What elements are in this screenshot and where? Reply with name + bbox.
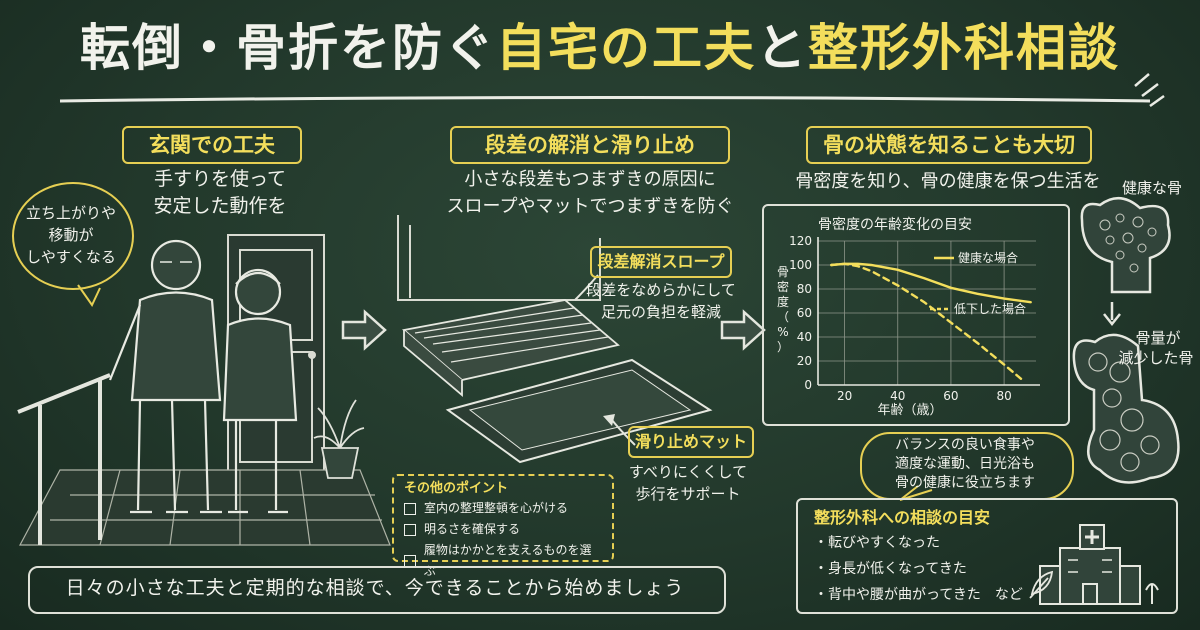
other-points-box: その他のポイント 室内の整理整頓を心がける 明るさを確保する 履物はかかとを支え… (392, 474, 614, 578)
mat-pointer-arrow (611, 419, 636, 446)
consult-box: 整形外科への相談の目安 ・転びやすくなった ・身長が低くなってきた ・背中や腰が… (796, 498, 1178, 614)
chart-legend-label: 健康な場合 (958, 250, 1018, 265)
chart-series-line (830, 262, 1024, 382)
reduced-bone-illustration (1072, 333, 1180, 484)
entrance-floor (19, 469, 391, 546)
chart-xlabel: 年齢（歳） (877, 403, 942, 418)
chart-frame (762, 204, 1070, 426)
other-point-item: 室内の整理整頓を心がける (404, 498, 602, 519)
nutrition-line-3: 骨の健康に役立ちます (895, 475, 1035, 491)
chart-ylabel-char: % (777, 325, 788, 339)
chart-ylabel-char: ） (777, 340, 789, 354)
chart-legend-label: 低下した場合 (954, 301, 1026, 316)
entrance-line-2: 安定した動作を (153, 195, 287, 217)
footer-banner (28, 566, 726, 614)
chart-ytick-label: 80 (797, 282, 812, 296)
chart-ylabel-char: （ (777, 310, 789, 324)
doorway-step (397, 215, 601, 301)
nutrition-line-2: 適度な運動、日光浴も (895, 456, 1035, 472)
slope-label: 段差解消スロープ (590, 246, 732, 278)
slope-desc-1: 段差をなめらかにして (586, 281, 736, 299)
slope-desc-2: 足元の負担を軽減 (600, 303, 721, 321)
mat-label: 滑り止めマット (628, 426, 754, 458)
other-point-text: 室内の整理整頓を心がける (424, 501, 569, 515)
page-title: 転倒・骨折を防ぐ自宅の工夫と整形外科相談 (0, 18, 1200, 78)
chart-xtick-label: 60 (943, 389, 958, 403)
speech-bubble (12, 182, 134, 290)
bone-down-arrow (1103, 302, 1121, 327)
title-part-2: 自宅の工夫 (496, 19, 756, 77)
step-line-1: 小さな段差もつまずきの原因に (464, 169, 716, 190)
chart-title: 骨密度の年齢変化の目安 (818, 216, 972, 233)
chart-series-line (830, 262, 1032, 304)
elderly-man (108, 239, 222, 514)
chart-ytick-label: 20 (797, 354, 812, 368)
leaf-icon (1029, 570, 1054, 599)
reduced-bone-pores (1088, 352, 1160, 472)
hospital-icon (1039, 524, 1159, 605)
reduced-bone-label-1: 骨量が (1135, 329, 1181, 347)
chart-series (830, 262, 1032, 382)
checkbox-icon (404, 502, 416, 515)
entrance-heading: 玄関での工夫 (122, 126, 302, 164)
chart-ytick-label: 40 (797, 330, 812, 344)
chart-ylabel: 骨密度（%） (777, 265, 789, 354)
entrance-line-1: 手すりを使って (153, 168, 287, 190)
potted-plant (313, 399, 365, 479)
healthy-bone-label: 健康な骨 (1121, 179, 1182, 197)
speech-line-3: しやすくなる (26, 248, 116, 266)
title-part-1: 転倒・骨折を防ぐ (80, 19, 496, 77)
sparkle-marks (1134, 73, 1165, 108)
chart-axes (817, 237, 1040, 386)
arrow-right-1 (341, 309, 387, 351)
elderly-woman (222, 268, 298, 514)
anti-slip-mat (445, 358, 713, 464)
chart-ytick-label: 0 (804, 378, 812, 392)
chart-ylabel-char: 度 (777, 294, 789, 309)
chart-ytick-label: 100 (789, 258, 812, 272)
chart-ytick-label: 120 (789, 234, 812, 248)
mat-pointer-head (603, 414, 615, 426)
healthy-bone-pores (1099, 213, 1157, 273)
bone-heading: 骨の状態を知ることも大切 (806, 126, 1092, 164)
checkbox-icon (404, 523, 416, 536)
speech-bubble-tail (77, 284, 101, 307)
chart-xtick-label: 40 (890, 389, 905, 403)
arrow-right-2 (720, 309, 766, 351)
handrail (17, 373, 111, 545)
step-line-2: スロープやマットでつまずきを防ぐ (446, 196, 734, 217)
mat-desc-1: すべりにくくして (628, 463, 748, 481)
bone-line-1: 骨密度を知り、骨の健康を保つ生活を (795, 171, 1101, 192)
speech-line-1: 立ち上がりや (25, 204, 116, 222)
chart-ytick-label: 60 (797, 306, 812, 320)
title-part-3: と (756, 19, 808, 77)
title-part-4: 整形外科相談 (808, 19, 1120, 77)
chart-ylabel-char: 密 (777, 279, 789, 294)
consult-item: ・身長が低くなってきた (814, 561, 967, 577)
healthy-bone-illustration (1080, 197, 1171, 294)
slope-ramp (401, 299, 620, 397)
consult-heading: 整形外科への相談の目安 (814, 508, 991, 527)
consult-item: ・背中や腰が曲がってきた など (814, 587, 1023, 603)
other-point-item: 明るさを確保する (404, 519, 602, 540)
nutrition-line-1: バランスの良い食事や (895, 437, 1035, 453)
title-underline (59, 96, 1151, 103)
other-points-heading: その他のポイント (404, 481, 509, 496)
footer-text: 日々の小さな工夫と定期的な相談で、今できることから始めましょう (65, 577, 685, 599)
mat-desc-2: 歩行をサポート (635, 485, 741, 503)
other-point-text: 明るさを確保する (424, 522, 521, 536)
chart-xtick-label: 80 (996, 389, 1011, 403)
chart-ticks: 0 20 40 60 80 100 120 20 40 60 80 (789, 234, 1012, 403)
speech-line-2: 移動が (48, 226, 94, 244)
consult-item: ・転びやすくなった (814, 535, 940, 551)
reduced-bone-label-2: 減少した骨 (1118, 349, 1194, 367)
step-heading: 段差の解消と滑り止め (450, 126, 730, 164)
chart-ylabel-char: 骨 (777, 265, 789, 279)
chart-xtick-label: 20 (837, 389, 852, 403)
nutrition-bubble-tail (899, 485, 933, 501)
